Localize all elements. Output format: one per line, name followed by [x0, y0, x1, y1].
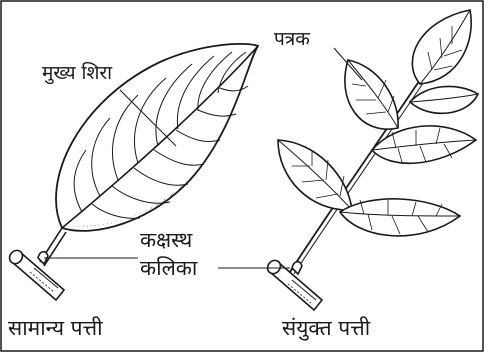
leaflet-right-upper [410, 86, 478, 113]
simple-leaf-stem [7, 248, 64, 300]
leaflet-upper-left [345, 60, 398, 129]
leaflet-terminal [412, 10, 471, 84]
leaflet-middle-left [278, 140, 352, 210]
compound-leaf-stem [265, 258, 322, 310]
compound-leaf-caption: संयुक्त पत्ती [282, 318, 370, 339]
axillary-bud-label-line2: कलिका [140, 258, 197, 279]
simple-leaf-caption: सामान्य पत्ती [8, 318, 103, 339]
leaflet-lower-right [340, 199, 460, 236]
leaflet-label: पत्रक [274, 30, 310, 49]
midrib-label: मुख्य शिरा [42, 64, 112, 83]
leaflet-middle-right [372, 126, 476, 163]
compound-axillary-bud [292, 262, 302, 274]
axillary-bud-label-line1: कक्षस्थ [140, 230, 192, 251]
